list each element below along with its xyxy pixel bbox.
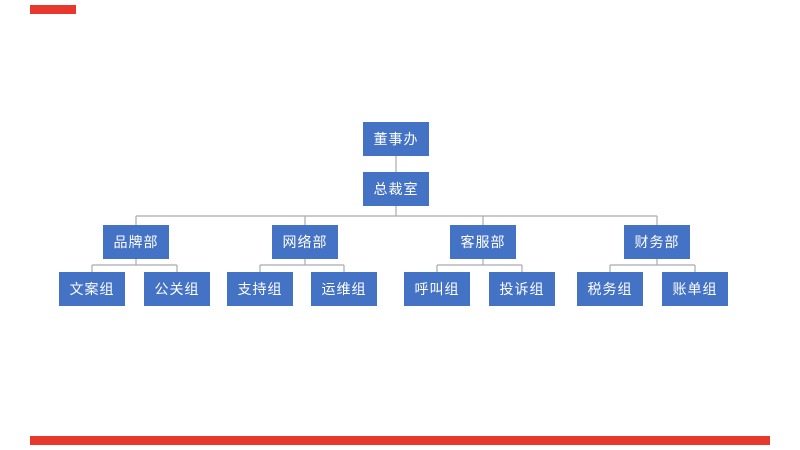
org-node-group-ops: 运维组 [311, 272, 377, 306]
org-node-group-pr: 公关组 [144, 272, 210, 306]
org-node-dept-service: 客服部 [450, 225, 516, 259]
org-node-group-complaints: 投诉组 [489, 272, 555, 306]
bottom-accent-bar [30, 436, 770, 445]
org-node-dept-brand: 品牌部 [103, 225, 169, 259]
connector-executive-departments [135, 206, 658, 225]
org-node-board-office: 董事办 [363, 122, 429, 156]
org-node-dept-network: 网络部 [272, 225, 338, 259]
org-node-dept-finance: 财务部 [624, 225, 690, 259]
org-node-president-office: 总裁室 [363, 172, 429, 206]
org-node-group-call: 呼叫组 [404, 272, 470, 306]
connector-dept3-children [436, 259, 523, 272]
connector-dept4-children [609, 259, 696, 272]
org-node-group-tax: 税务组 [577, 272, 643, 306]
org-node-group-billing: 账单组 [662, 272, 728, 306]
connector-dept2-children [259, 259, 345, 272]
connector-dept1-children [91, 259, 178, 272]
top-accent-bar [30, 5, 76, 14]
org-node-group-support: 支持组 [227, 272, 293, 306]
org-node-group-copywriting: 文案组 [59, 272, 125, 306]
